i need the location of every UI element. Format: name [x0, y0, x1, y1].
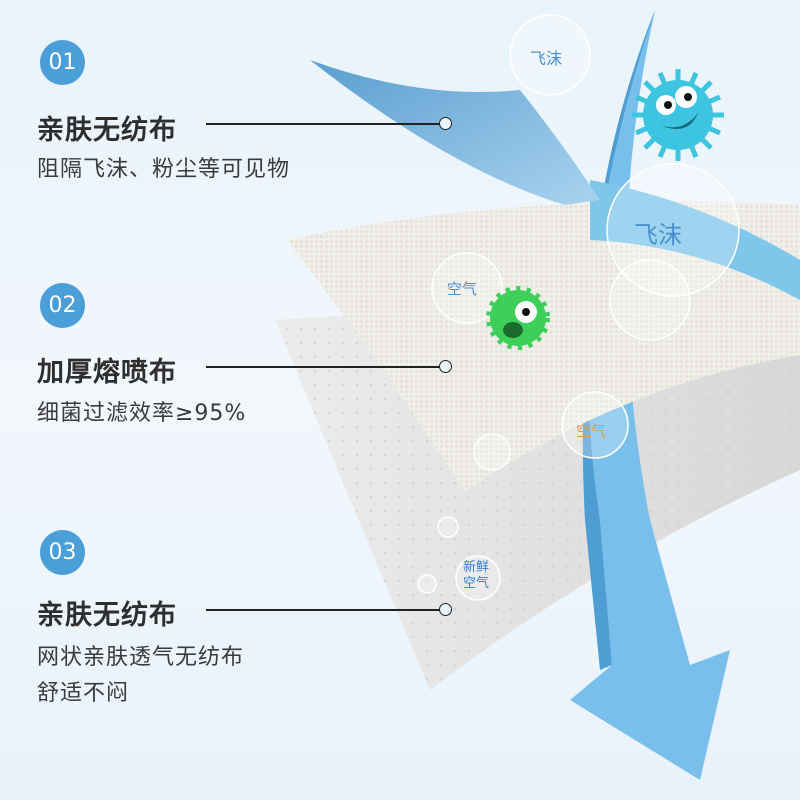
layer-3-description-line2: 舒适不闷 [37, 681, 130, 706]
layer-1-leader-line [206, 123, 440, 125]
layer-2-badge: 02 [40, 283, 85, 328]
fresh-air-line1: 新鲜 [463, 560, 490, 575]
fresh-air-line2: 空气 [463, 576, 490, 591]
droplet-bubble-label-small: 飞沫 [530, 49, 563, 68]
layer-3-description-line1: 网状亲肤透气无纺布 [37, 645, 245, 670]
air-bubble-label-right: 空气 [576, 422, 607, 440]
layer-3-title: 亲肤无纺布 [37, 600, 177, 631]
outer-nonwoven-layer [275, 313, 800, 690]
layer-1-badge: 01 [40, 40, 85, 85]
layer-3-leader-dot [439, 603, 452, 616]
droplet-band [590, 180, 800, 300]
fresh-air-label: 新鲜 空气 [463, 560, 489, 592]
layer-2-leader-dot [439, 360, 452, 373]
blue-virus-icon [632, 69, 724, 161]
layer-2-title: 加厚熔喷布 [37, 357, 177, 388]
layer-2-description: 细菌过滤效率≥95% [37, 401, 247, 426]
layer-2-leader-line [206, 366, 440, 368]
layer-3-description: 网状亲肤透气无纺布 舒适不闷 [37, 640, 244, 712]
meltblown-layer [287, 201, 800, 492]
layer-3-badge: 03 [40, 530, 85, 575]
layer-1-title: 亲肤无纺布 [37, 115, 177, 146]
layer-3-leader-line [206, 609, 440, 611]
layer-1-leader-dot [439, 117, 452, 130]
inner-nonwoven-layer [310, 60, 600, 205]
droplet-bubble-label-large: 飞沫 [634, 221, 682, 249]
green-germ-icon [486, 286, 550, 350]
bubbles [417, 14, 740, 601]
layer-1-description: 阻隔飞沫、粉尘等可见物 [37, 157, 291, 182]
air-bubble-label-left: 空气 [447, 280, 478, 298]
